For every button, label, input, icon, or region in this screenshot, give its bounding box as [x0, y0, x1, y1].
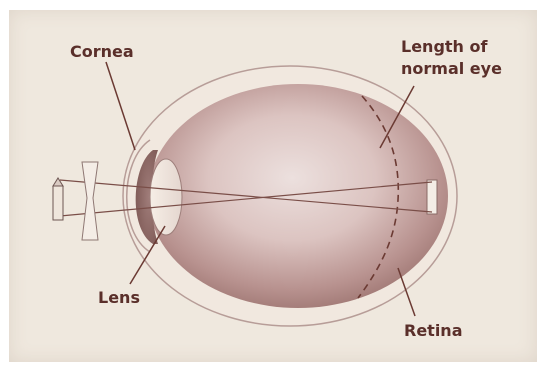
length-label-line2: normal eye [401, 59, 502, 78]
lens-label: Lens [98, 288, 140, 307]
retina-label: Retina [404, 321, 463, 340]
cornea-label: Cornea [70, 42, 134, 61]
retina-image [427, 180, 437, 214]
length-label-line1: Length of [401, 37, 488, 56]
lens-shape [150, 159, 182, 235]
object-icon [53, 178, 63, 220]
cornea-leader-line [106, 62, 135, 150]
external-lens-outline [82, 162, 98, 240]
eyeball-body [148, 84, 448, 308]
